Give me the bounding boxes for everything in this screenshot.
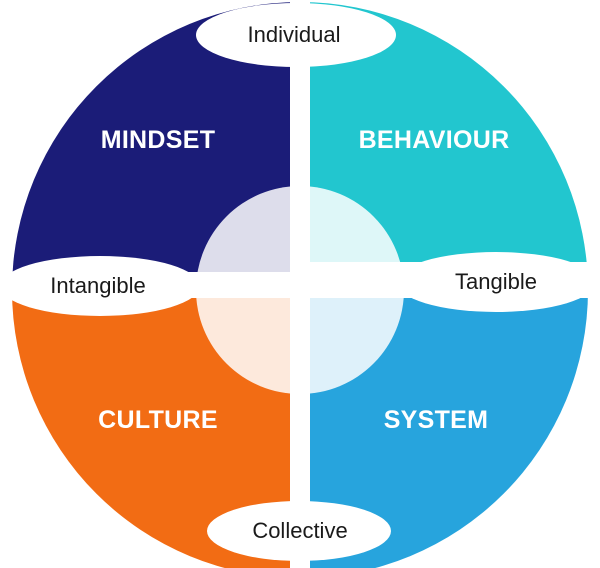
axis-pill-left: Intangible — [0, 256, 200, 316]
axis-pill-top: Individual — [196, 3, 396, 67]
label-behaviour: BEHAVIOUR — [359, 126, 510, 154]
center-hub — [196, 186, 404, 394]
axis-label-individual: Individual — [248, 22, 341, 47]
axis-pill-right: Tangible — [396, 252, 596, 312]
axis-label-collective: Collective — [252, 518, 347, 543]
label-system: SYSTEM — [384, 406, 489, 434]
label-culture: CULTURE — [98, 406, 218, 434]
axis-label-intangible: Intangible — [50, 273, 145, 298]
axis-label-tangible: Tangible — [455, 269, 537, 294]
axis-pill-bottom: Collective — [207, 501, 391, 561]
label-mindset: MINDSET — [101, 126, 216, 154]
